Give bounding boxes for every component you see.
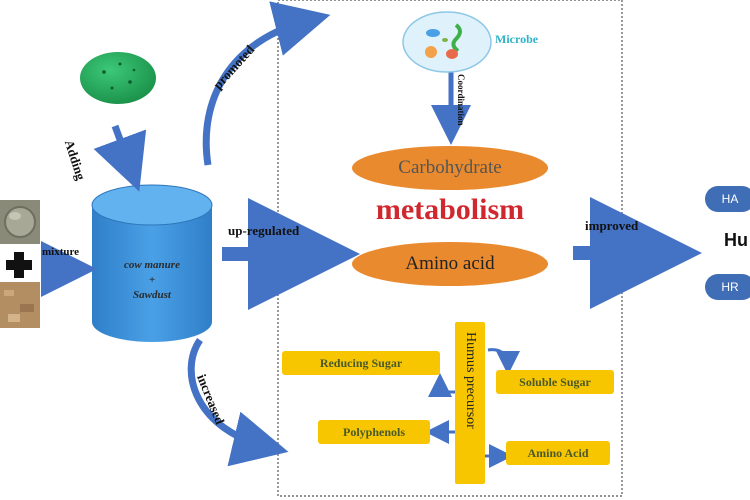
cylinder-line-3: Sawdust (133, 289, 171, 301)
cylinder-line-1: cow manure (124, 259, 180, 271)
amino-acid-box-text: Amino Acid (527, 445, 589, 460)
carbohydrate-text: Carbohydrate (398, 157, 502, 178)
mixture-label: mixture (42, 246, 80, 258)
additive-disc (80, 52, 156, 104)
polyphenols-box: Polyphenols (318, 420, 430, 444)
ha-pill: HA (705, 186, 750, 212)
increased-arrow (187, 338, 289, 467)
polyphenols-text: Polyphenols (342, 424, 405, 439)
manure-image (0, 200, 40, 244)
up-regulated-label: up-regulated (228, 223, 300, 238)
hr-text: HR (721, 280, 739, 294)
soluble-sugar-text: Soluble Sugar (519, 374, 591, 389)
soluble-sugar-box: Soluble Sugar (496, 370, 614, 394)
reducing-sugar-text: Reducing Sugar (319, 355, 403, 370)
microbe-ellipse (402, 11, 492, 73)
coordination-label: Coordination (456, 74, 466, 126)
ha-text: HA (721, 192, 739, 206)
amino-acid-box: Amino Acid (506, 441, 610, 465)
plus-sign (6, 252, 32, 278)
arrow-to-reducing-sugar (428, 373, 456, 397)
microbe-icons (425, 23, 462, 59)
humus-precursor-title: Humus precursor (463, 332, 478, 429)
sawdust-image (0, 282, 40, 328)
humus-partial-text: Hu (724, 230, 748, 250)
humus-precursor-box: Humus precursor (455, 322, 485, 484)
reducing-sugar-box: Reducing Sugar (282, 351, 440, 375)
promoted-arrow (202, 1, 331, 166)
compost-cylinder (91, 184, 213, 342)
arrow-to-soluble-sugar (487, 348, 520, 375)
adding-arrow (93, 124, 147, 192)
amino-acid-text: Amino acid (405, 253, 495, 274)
amino-acid-oval: Amino acid (352, 242, 548, 286)
cylinder-line-2: + (148, 274, 156, 286)
microbe-label: Microbe (495, 32, 539, 46)
cylinder-text: cow manure + Sawdust (100, 258, 204, 303)
metabolism-text: metabolism (375, 193, 525, 226)
improved-label: improved (585, 218, 639, 233)
hr-pill: HR (705, 274, 750, 300)
carbohydrate-oval: Carbohydrate (352, 146, 548, 190)
